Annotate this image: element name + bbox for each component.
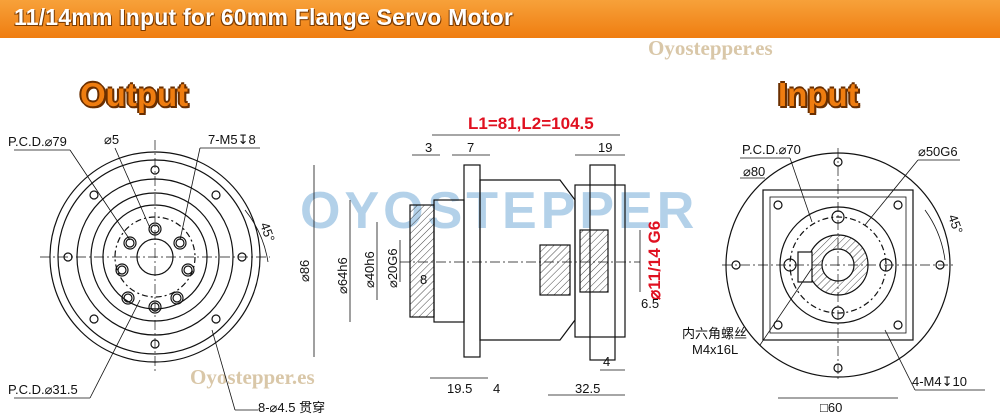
input-flange-view	[722, 148, 985, 399]
side-d8-label: 8	[420, 272, 427, 287]
input-m4-label: 4-M4↧10	[912, 374, 967, 389]
output-angle-label: 45°	[257, 220, 278, 244]
output-pcd-79-label: P.C.D.⌀79	[8, 134, 67, 149]
watermark-top: Oyostepper.es	[648, 36, 773, 60]
input-angle-label: 45°	[945, 212, 966, 236]
side-d11-14-label: ⌀11/14 G6	[645, 221, 664, 300]
output-holes-label: 8-⌀4.5 贯穿	[258, 400, 325, 415]
watermark-center: OYOSTEPPER	[300, 182, 698, 240]
side-d64h6-label: ⌀64h6	[335, 257, 350, 294]
output-title: Output	[80, 76, 189, 113]
header-title: 11/14mm Input for 60mm Flange Servo Moto…	[14, 4, 513, 30]
input-d50g6-label: ⌀50G6	[918, 144, 958, 159]
input-pcd-70-label: P.C.D.⌀70	[742, 142, 801, 157]
side-d4-right-label: 4	[603, 354, 610, 369]
side-d86-label: ⌀86	[297, 260, 312, 282]
side-d32-5-label: 32.5	[575, 381, 600, 396]
header-bar: 11/14mm Input for 60mm Flange Servo Moto…	[0, 0, 1000, 38]
input-sq60-label: □60	[820, 400, 842, 415]
side-d7-label: 7	[467, 140, 474, 155]
side-d20g6-label: ⌀20G6	[385, 248, 400, 288]
output-m5-label: 7-M5↧8	[208, 132, 256, 147]
side-section-view	[313, 134, 641, 396]
input-hex-screw-label: 内六角螺丝	[682, 326, 747, 341]
output-flange-view	[14, 140, 270, 411]
output-pcd-31-5-label: P.C.D.⌀31.5	[8, 382, 78, 397]
output-d5-label: ⌀5	[104, 132, 119, 147]
side-d3-label: 3	[425, 140, 432, 155]
side-d40h6-label: ⌀40h6	[362, 251, 377, 288]
side-d19-label: 19	[598, 140, 612, 155]
watermark-bottom: Oyostepper.es	[190, 365, 315, 389]
input-m4x16-label: M4x16L	[692, 342, 738, 357]
input-d80-label: ⌀80	[743, 164, 765, 179]
side-d19-5-label: 19.5	[447, 381, 472, 396]
input-title: Input	[778, 76, 859, 113]
side-length-label: L1=81,L2=104.5	[468, 114, 594, 133]
side-d4-bottom-label: 4	[493, 381, 500, 396]
side-d6-5-label: 6.5	[641, 296, 659, 311]
